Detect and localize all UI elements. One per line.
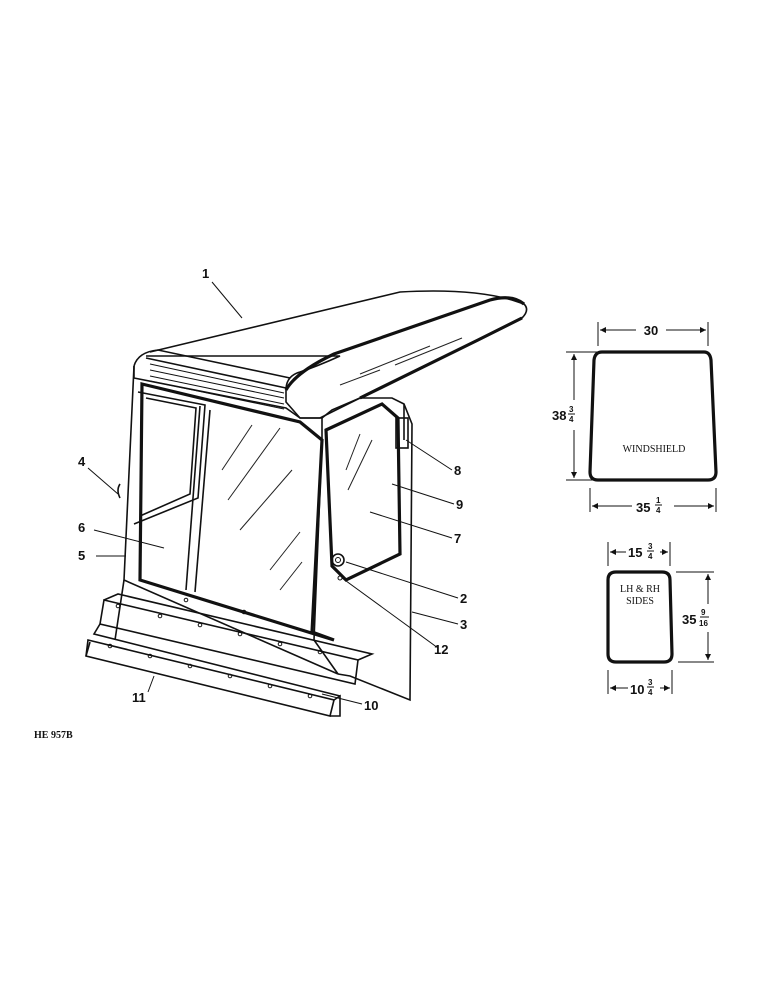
callout-numbers: 1 4 6 5 8 9 7 2 3 12 10 11 xyxy=(78,266,467,713)
windshield-top-dimension: 30 xyxy=(644,323,658,338)
sides-height-frac-num: 9 xyxy=(701,608,706,617)
callout-5: 5 xyxy=(78,548,85,563)
callout-8: 8 xyxy=(454,463,461,478)
sides-top-frac-den: 4 xyxy=(648,552,653,561)
roof xyxy=(133,290,528,419)
windshield-height-whole: 38 xyxy=(552,408,566,423)
sides-top-whole: 15 xyxy=(628,545,642,560)
mounting-channels xyxy=(85,593,375,717)
side-window xyxy=(324,402,402,582)
callout-3: 3 xyxy=(460,617,467,632)
side-glass-pattern: LH & RH SIDES 15 3 4 35 9 16 10 3 4 xyxy=(606,542,714,697)
callout-6: 6 xyxy=(78,520,85,535)
callout-2: 2 xyxy=(460,591,467,606)
callout-11: 11 xyxy=(132,690,146,705)
cab-handle xyxy=(117,483,121,499)
callout-leaders xyxy=(87,281,459,705)
sides-bottom-frac-num: 3 xyxy=(648,678,653,687)
windshield-height-frac-num: 3 xyxy=(569,405,574,414)
sides-top-frac-num: 3 xyxy=(648,542,653,551)
callout-10: 10 xyxy=(364,698,378,713)
sides-bottom-whole: 10 xyxy=(630,682,644,697)
callout-9: 9 xyxy=(456,497,463,512)
cab-assembly xyxy=(85,290,528,717)
sides-height-whole: 35 xyxy=(682,612,696,627)
drawing-code: HE 957B xyxy=(34,730,73,741)
windshield-height-frac-den: 4 xyxy=(569,415,574,424)
windshield-bottom-whole: 35 xyxy=(636,500,650,515)
callout-4: 4 xyxy=(78,454,86,469)
sides-label-line2: SIDES xyxy=(626,596,654,607)
windshield-frame xyxy=(133,381,335,642)
sides-bottom-frac-den: 4 xyxy=(648,688,653,697)
sides-height-frac-den: 16 xyxy=(699,619,708,628)
windshield-glass-pattern: WINDSHIELD 30 38 3 4 35 1 4 xyxy=(552,322,718,515)
callout-1: 1 xyxy=(202,266,209,281)
windshield-bottom-frac-den: 4 xyxy=(656,506,661,515)
sides-label-line1: LH & RH xyxy=(620,584,660,595)
windshield-bottom-frac-num: 1 xyxy=(656,496,661,505)
callout-7: 7 xyxy=(454,531,461,546)
windshield-label: WINDSHIELD xyxy=(623,444,686,455)
callout-12: 12 xyxy=(434,642,448,657)
